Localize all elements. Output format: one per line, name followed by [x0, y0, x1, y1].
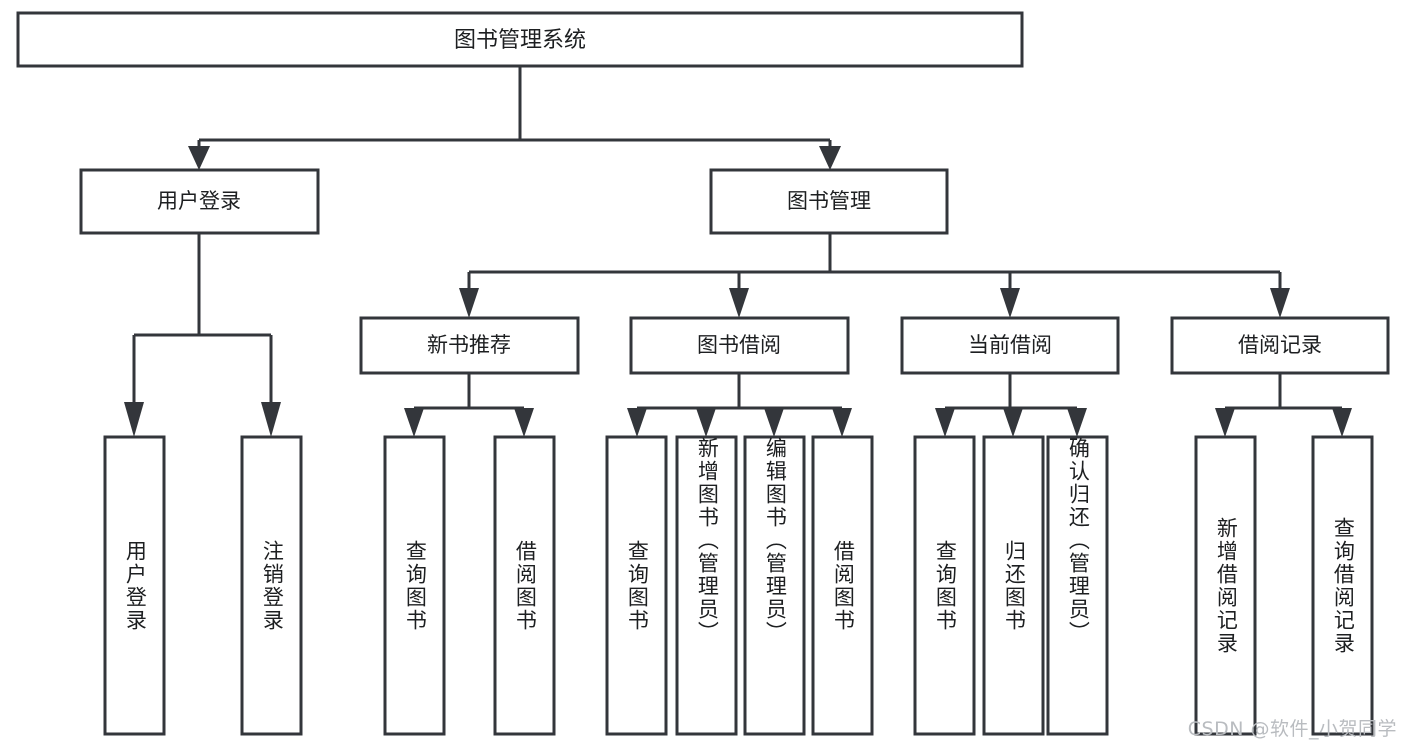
node-book-borrow-box[interactable]: [629, 316, 850, 375]
node-root-label: 图书管理系统: [454, 28, 586, 53]
node-book-management[interactable]: 图书管理: [709, 168, 949, 235]
leaf-box-user-login[interactable]: [103, 435, 166, 736]
connector-group-new-book-recommend: [404, 373, 534, 437]
arrow-to-leaf-user-login: [124, 402, 144, 437]
node-borrow-record[interactable]: 借阅记录: [1170, 316, 1390, 375]
arrow-to-user-login: [188, 146, 210, 170]
leaf-box-add-book[interactable]: [675, 435, 738, 736]
node-root-box[interactable]: [16, 11, 1024, 68]
arrow-to-leaf-logout: [261, 402, 281, 437]
arrow-to-leaf-add-book: [696, 408, 716, 437]
connector-group-user-login: [124, 233, 281, 437]
leaf-box-query-book-3[interactable]: [913, 435, 976, 736]
arrow-to-book-management: [819, 146, 841, 170]
arrow-to-leaf-query-record: [1332, 408, 1352, 437]
leaf-boxes-group: [103, 435, 1374, 736]
arrow-to-leaf-borrow-book-1: [514, 408, 534, 437]
node-user-login[interactable]: 用户登录: [79, 168, 320, 235]
connector-group-book-borrow: [627, 373, 852, 437]
arrow-to-new-book-recommend: [459, 288, 479, 318]
connector-group-current-borrow: [935, 373, 1087, 437]
leaf-box-query-record[interactable]: [1311, 435, 1374, 736]
node-user-login-box[interactable]: [79, 168, 320, 235]
connector-group-root: [188, 66, 841, 170]
arrow-to-leaf-return-book: [1003, 408, 1023, 437]
arrow-to-current-borrow: [1000, 288, 1020, 318]
node-current-borrow-label: 当前借阅: [968, 333, 1052, 357]
leaf-box-query-book-2[interactable]: [605, 435, 668, 736]
arrow-to-leaf-query-book-1: [404, 408, 424, 437]
arrow-to-borrow-record: [1270, 288, 1290, 318]
arrow-to-leaf-confirm-return: [1067, 408, 1087, 437]
node-book-management-label: 图书管理: [787, 189, 871, 213]
leaf-box-borrow-book-1[interactable]: [493, 435, 556, 736]
node-current-borrow[interactable]: 当前借阅: [900, 316, 1120, 375]
leaf-box-confirm-return[interactable]: [1046, 435, 1109, 736]
node-borrow-record-box[interactable]: [1170, 316, 1390, 375]
leaf-box-borrow-book-2[interactable]: [811, 435, 874, 736]
leaf-box-query-book-1[interactable]: [383, 435, 446, 736]
node-book-borrow[interactable]: 图书借阅: [629, 316, 850, 375]
node-new-book-recommend-label: 新书推荐: [427, 333, 511, 357]
connector-group-borrow-record: [1215, 373, 1352, 437]
arrow-to-leaf-edit-book: [764, 408, 784, 437]
watermark-text: CSDN @软件_小贺同学: [1187, 718, 1397, 740]
node-book-borrow-label: 图书借阅: [697, 333, 781, 357]
node-book-management-box[interactable]: [709, 168, 949, 235]
leaf-box-add-record[interactable]: [1194, 435, 1257, 736]
node-new-book-recommend[interactable]: 新书推荐: [359, 316, 580, 375]
arrow-to-book-borrow: [729, 288, 749, 318]
leaf-box-edit-book[interactable]: [743, 435, 806, 736]
connector-group-book-management: [459, 233, 1290, 318]
node-new-book-recommend-box[interactable]: [359, 316, 580, 375]
leaf-box-return-book[interactable]: [982, 435, 1045, 736]
arrow-to-leaf-query-book-2: [627, 408, 647, 437]
node-current-borrow-box[interactable]: [900, 316, 1120, 375]
arrow-to-leaf-query-book-3: [935, 408, 955, 437]
node-root[interactable]: 图书管理系统: [16, 11, 1024, 68]
node-borrow-record-label: 借阅记录: [1238, 333, 1322, 357]
leaf-box-logout[interactable]: [240, 435, 303, 736]
arrow-to-leaf-add-record: [1215, 408, 1235, 437]
node-user-login-label: 用户登录: [157, 189, 241, 213]
arrow-to-leaf-borrow-book-2: [832, 408, 852, 437]
